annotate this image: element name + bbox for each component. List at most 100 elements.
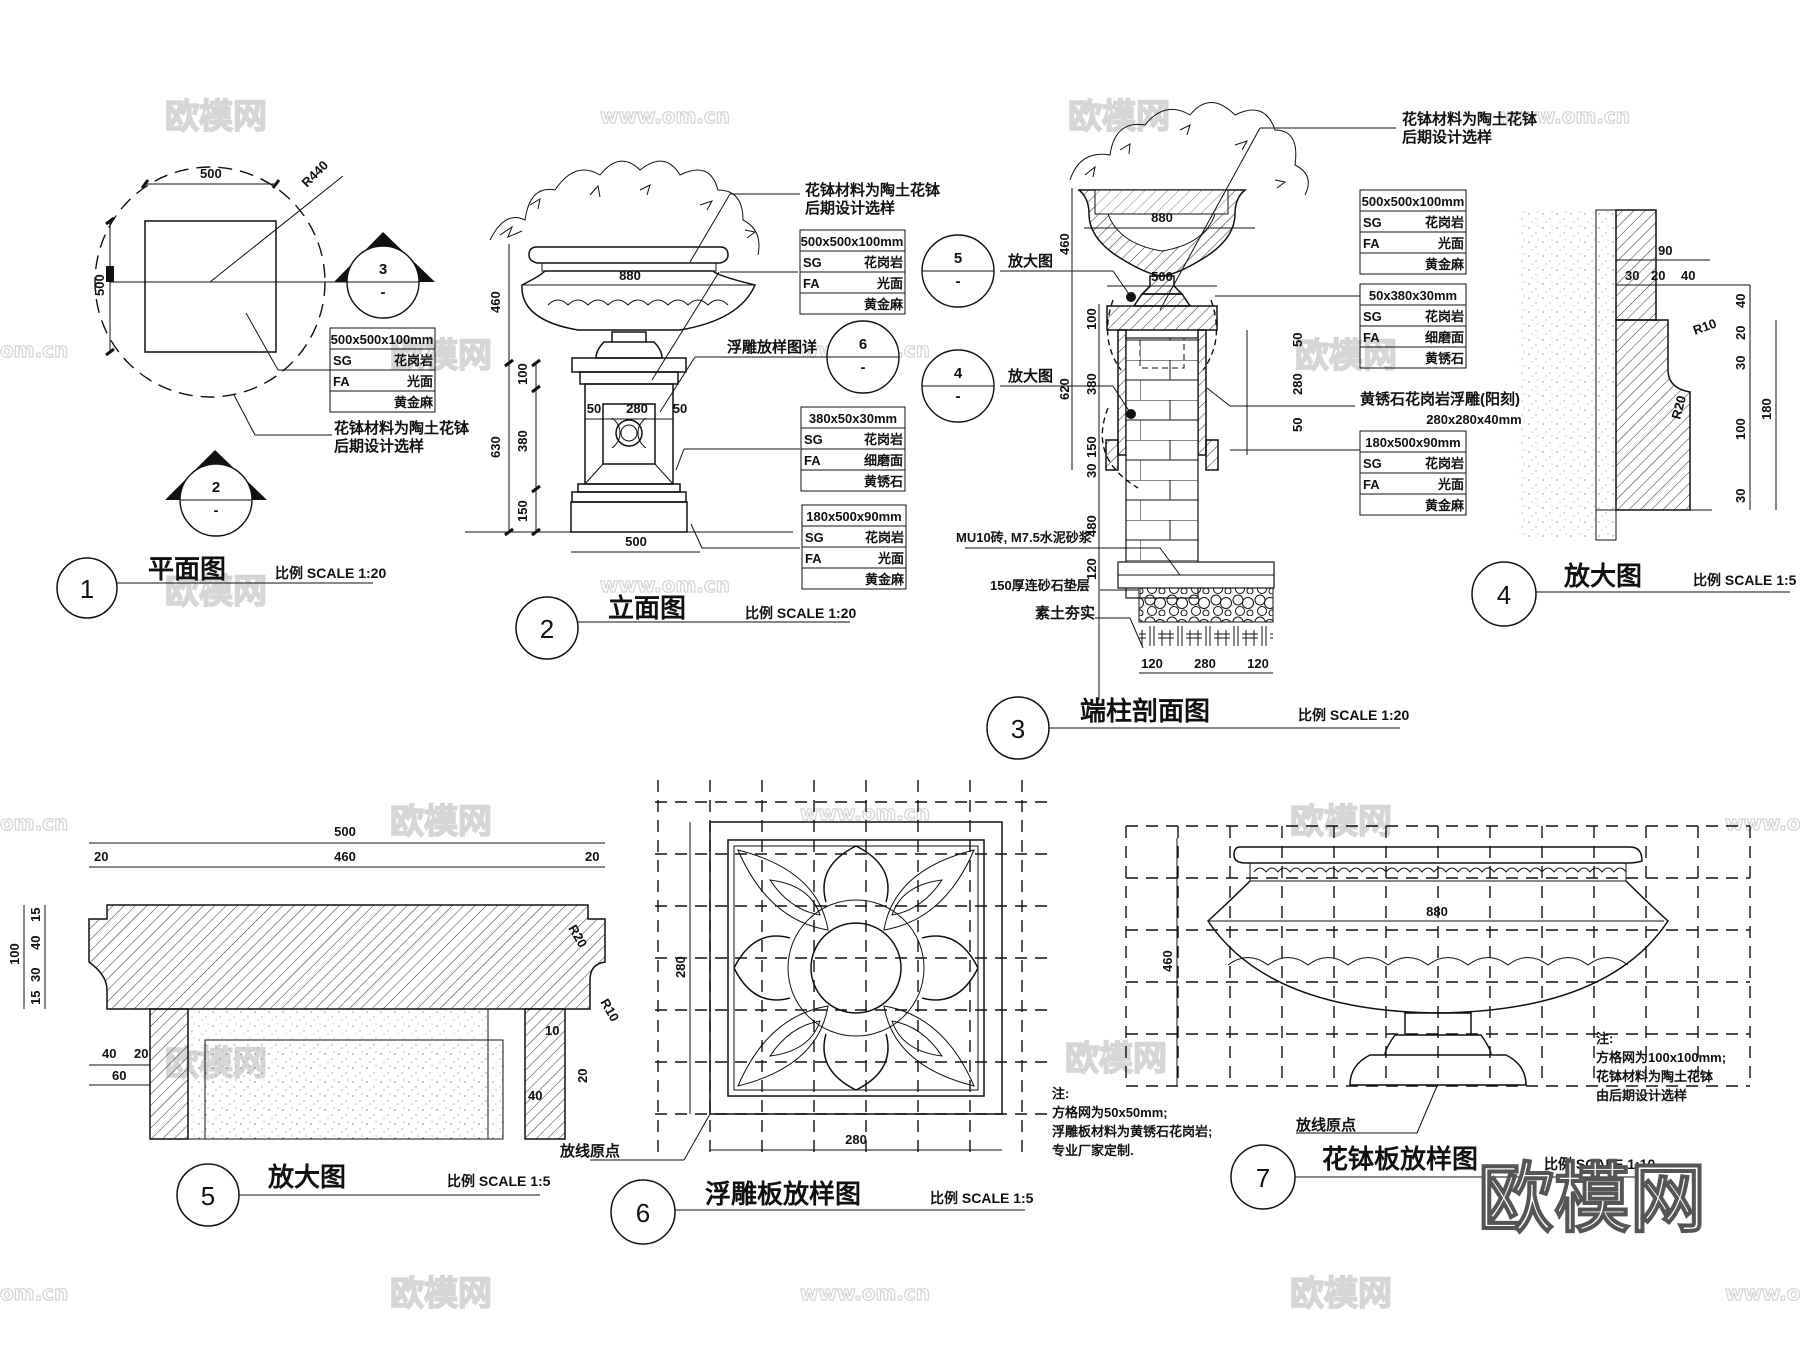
view-section: 5 - 4 - 放大图 放大图 460 620 100 380 150 30 4… [921, 102, 1538, 760]
note-gravel: 150厚连砂石垫层 [990, 578, 1090, 593]
view-title-4: 4 放大图 比例 SCALE 1:5 [1471, 561, 1797, 627]
view-scale: 比例 SCALE 1:20 [745, 605, 856, 621]
material-size: 180x500x90mm [1365, 435, 1460, 450]
material-code: FA [804, 453, 821, 468]
material-size: 500x500x100mm [801, 234, 904, 249]
dim-40-lower: 40 [102, 1046, 116, 1061]
marker-sheet: - [214, 502, 219, 519]
material-value: 花岗岩 [1425, 215, 1464, 230]
material-table-cap: 500x500x100mm SG 花岗岩 FA 光面 黄金麻 [1359, 189, 1467, 275]
view-title: 平面图 [148, 554, 226, 584]
gravel-bed [1138, 587, 1274, 623]
view-detail-5: 500 460 20 20 100 15 40 30 15 R20 R10 40… [7, 824, 622, 1227]
watermark-brand: 欧模网 [1290, 1274, 1392, 1314]
dim-mid: 380 [515, 430, 530, 452]
view-number: 1 [80, 574, 94, 604]
material-size: 380x50x30mm [809, 411, 897, 426]
material-code: SG [1363, 309, 1382, 324]
detail-marker-4: 4 - [921, 349, 995, 423]
view-number: 4 [1497, 580, 1511, 610]
relief-center [810, 922, 902, 1014]
dim-pot-height: 460 [488, 291, 503, 313]
pot-foot [1349, 1012, 1527, 1086]
material-table-cap: 500x500x100mm SG 花岗岩 FA 光面 黄金麻 [799, 229, 906, 315]
material-value: 光面 [1437, 236, 1464, 251]
marker-sheet: - [956, 273, 961, 290]
dim-30v: 30 [1733, 356, 1748, 370]
dim-pot-height: 460 [1057, 233, 1072, 255]
dim-r10: R10 [1691, 316, 1719, 338]
grid-100mm [1125, 825, 1751, 1087]
watermark-url: www.om.cn [600, 104, 730, 128]
material-table-trim: 50x380x30mm SG 花岗岩 FA 细磨面 黄锈石 [1359, 283, 1467, 369]
material-table-base: 180x500x90mm SG 花岗岩 FA 光面 黄金麻 [1359, 430, 1467, 516]
view-number: 5 [201, 1181, 215, 1211]
note-soil: 素土夯实 [1035, 604, 1095, 622]
dim-30: 30 [28, 968, 43, 982]
view-scale: 比例 SCALE 1:20 [275, 565, 386, 581]
callout-label-4: 放大图 [1007, 367, 1053, 385]
dim-40-right-lower: 40 [528, 1088, 542, 1103]
view-scale: 比例 SCALE 1:5 [930, 1190, 1034, 1206]
material-code: FA [1363, 330, 1380, 345]
foliage [1069, 102, 1309, 196]
material-value: 花岗岩 [865, 530, 904, 545]
note-relief: 注: 方格网为50x50mm; 浮雕板材料为黄锈石花岗岩; 专业厂家定制. [1052, 1086, 1212, 1158]
dim-40: 40 [28, 936, 43, 950]
pot-rim [528, 246, 729, 264]
marker-number: 2 [212, 479, 220, 496]
material-code: FA [1363, 236, 1380, 251]
material-value: 光面 [876, 276, 903, 291]
material-code: FA [1363, 477, 1380, 492]
dim-20v: 20 [1733, 326, 1748, 340]
trim-profile [1615, 319, 1691, 511]
dim-side: 50 [587, 401, 601, 416]
view-relief-panel: 280 280 放线原点 注: 方格网为50x50mm; 浮雕板材料为黄锈石花岗… [559, 780, 1212, 1245]
watermark-url: www.om.cn [1725, 811, 1800, 835]
watermark-url: om.cn [0, 1281, 68, 1305]
view-number: 6 [636, 1198, 650, 1228]
material-size: 180x500x90mm [806, 509, 901, 524]
relief-petals [733, 845, 979, 1091]
dim-radius: R440 [299, 158, 332, 191]
dim-column-width: 500 [1151, 269, 1173, 284]
dim-pot-width: 880 [1151, 210, 1173, 225]
material-code: FA [333, 374, 350, 389]
dim-height: 500 [92, 274, 107, 296]
watermark-url: om.cn [0, 811, 68, 835]
view-scale: 比例 SCALE 1:20 [1298, 707, 1409, 723]
dim-base: 150 [1084, 436, 1099, 458]
watermark-brand: 欧模网 [165, 97, 267, 137]
material-value: 光面 [406, 374, 433, 389]
material-value: 黄金麻 [1425, 498, 1465, 513]
detail-marker-5: 5 - [921, 234, 995, 308]
watermark-brand: 欧模网 [390, 802, 492, 842]
view-pot-template: 460 880 放线原点 注: 方格网为100x100mm; 花钵材料为陶土花钵… [1125, 825, 1751, 1210]
cap-section [1106, 305, 1218, 331]
relief-panel [602, 403, 656, 465]
material-size: 500x500x100mm [331, 332, 434, 347]
concrete-fill [1518, 210, 1596, 540]
view-number: 2 [540, 614, 554, 644]
material-code: FA [803, 276, 820, 291]
material-size: 500x500x100mm [1362, 194, 1465, 209]
dim-r10: R10 [597, 996, 622, 1024]
dim-pot-width: 880 [619, 268, 641, 283]
radius-leader [209, 175, 344, 283]
material-table-cap: 500x500x100mm SG 花岗岩 FA 光面 黄金麻 [329, 327, 436, 413]
dim-40: 40 [1681, 268, 1695, 283]
view-scale: 比例 SCALE 1:5 [447, 1173, 551, 1189]
leader [233, 394, 256, 436]
material-value: 黄金麻 [394, 395, 434, 410]
view-title-7: 7 花钵板放样图 比例 SCALE 1:10 [1230, 1144, 1655, 1210]
material-table-trim: 380x50x30mm SG 花岗岩 FA 细磨面 黄锈石 [800, 406, 906, 492]
section-marker-2: 2 - [165, 450, 267, 537]
note-line: 由后期设计选样 [1596, 1088, 1687, 1103]
pot-foot [595, 331, 663, 359]
material-table-base: 180x500x90mm SG 花岗岩 FA 光面 黄金麻 [801, 504, 907, 590]
note-relief-material: 黄锈石花岗岩浮雕(阳刻) [1360, 390, 1520, 408]
watermark-brand: 欧模网 [390, 1274, 492, 1314]
watermark-brand: 欧模网 [1290, 802, 1392, 842]
marker-number: 5 [954, 250, 962, 267]
material-code: SG [1363, 215, 1382, 230]
